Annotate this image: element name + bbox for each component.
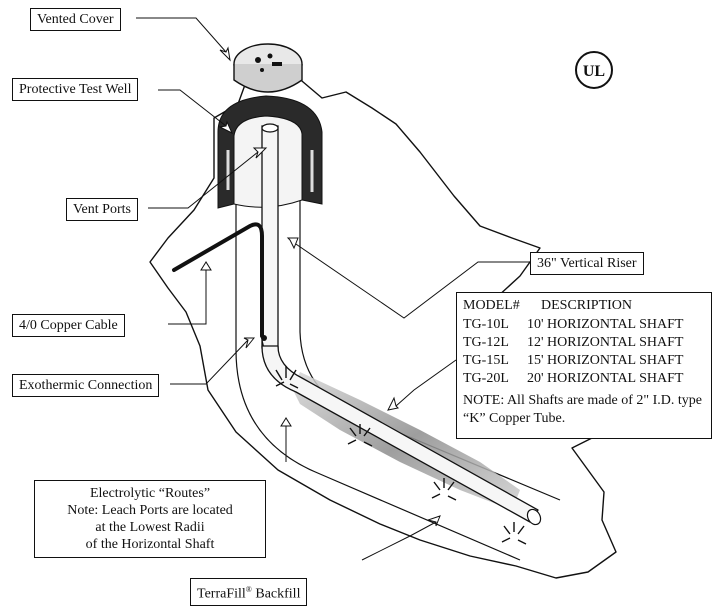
callout-text: Vent Ports [73,202,131,217]
copper-cable [172,222,264,338]
cell-description: 20' HORIZONTAL SHAFT [527,371,684,386]
callout-text: Electrolytic “Routes” [89,486,211,501]
callout-text: Backfill [255,586,301,602]
table-row: TG-12L 12' HORIZONTAL SHAFT [463,334,705,352]
table-note: NOTE: All Shafts are made of 2" I.D. typ… [463,393,702,426]
callout-text: of the Horizontal Shaft [85,537,215,552]
cell-model: TG-12L [463,335,509,350]
leach-port [431,478,457,501]
callout-exothermic-connection: Exothermic Connection [12,374,160,397]
cell-model: TG-20L [463,371,509,386]
callout-text: 4/0 Copper Cable [19,318,118,333]
callout-text: Exothermic Connection [19,378,153,393]
callout-text: Note: Leach Ports are located [67,503,233,518]
leach-port [347,424,373,447]
header-description: DESCRIPTION [541,298,633,313]
leach-port [275,366,299,389]
table-header-row: MODEL# DESCRIPTION [463,297,705,315]
leader-lines [136,17,530,561]
callout-text: Vented Cover [37,12,114,27]
callout-text: 36" Vertical Riser [537,256,637,271]
registered-mark: ® [245,585,252,594]
callout-protective-test-well: Protective Test Well [12,78,139,101]
callout-copper-cable: 4/0 Copper Cable [12,314,125,337]
callout-terrafill-backfill: TerraFill® Backfill [190,578,308,606]
callout-vertical-riser: 36" Vertical Riser [530,252,644,275]
model-table: MODEL# DESCRIPTION TG-10L 10' HORIZONTAL… [456,292,712,439]
header-model: MODEL# [463,298,520,313]
callout-electrolytic-routes: Electrolytic “Routes” Note: Leach Ports … [34,480,266,558]
vertical-riser [261,125,279,349]
table-row: TG-15L 15' HORIZONTAL SHAFT [463,352,705,370]
cell-description: 15' HORIZONTAL SHAFT [527,353,684,368]
arrowheads [200,46,441,527]
table-row: TG-20L 20' HORIZONTAL SHAFT [463,370,705,388]
table-row: TG-10L 10' HORIZONTAL SHAFT [463,316,705,334]
svg-text:UL: UL [583,63,605,80]
cell-description: 10' HORIZONTAL SHAFT [527,317,684,332]
callout-vented-cover: Vented Cover [30,8,121,31]
cell-model: TG-15L [463,353,509,368]
callout-text: TerraFill [197,586,246,602]
callout-text: at the Lowest Radii [95,520,205,535]
leach-port [501,522,527,545]
callout-vent-ports: Vent Ports [66,198,138,221]
trench-wall [235,160,521,561]
cell-description: 12' HORIZONTAL SHAFT [527,335,684,350]
ul-logo-icon: UL [575,51,613,89]
callout-text: Protective Test Well [19,82,132,97]
cell-model: TG-10L [463,317,509,332]
